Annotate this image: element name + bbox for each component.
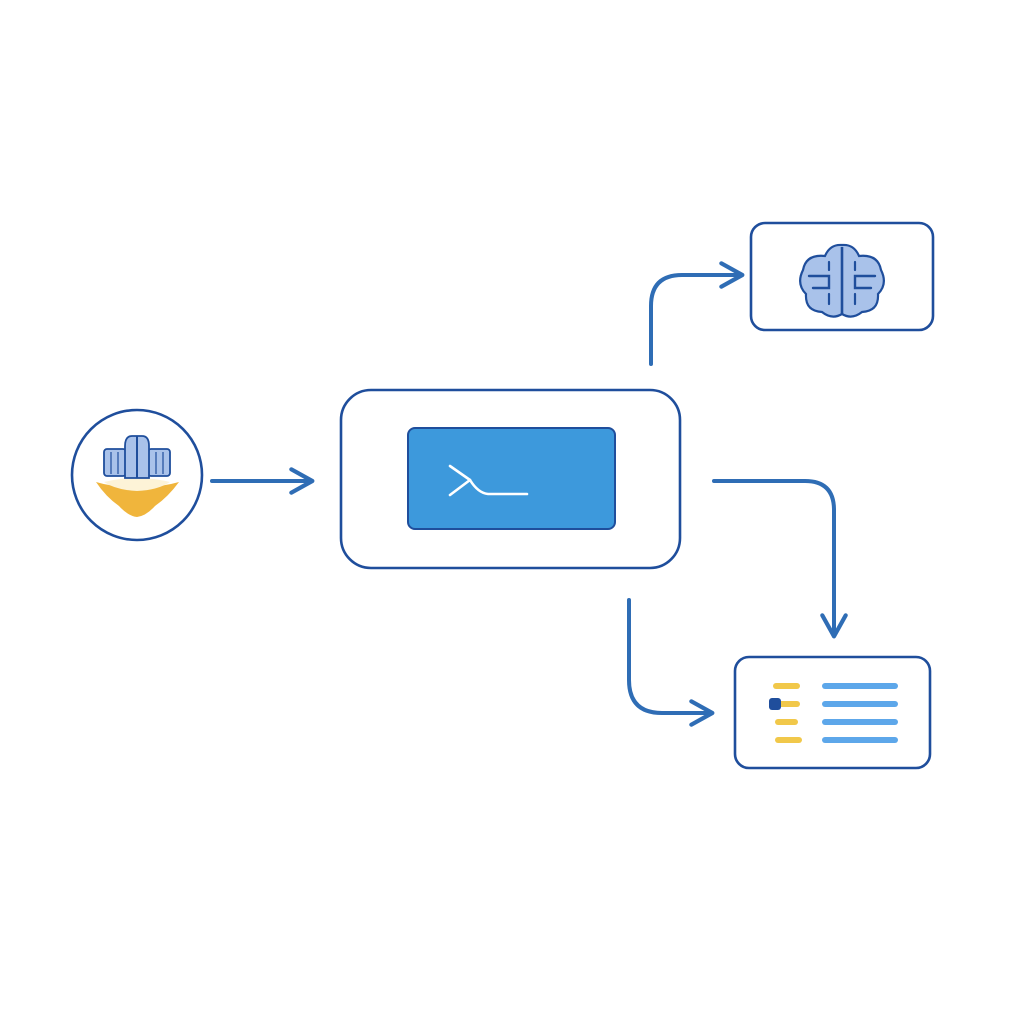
connectors [210, 261, 848, 727]
terminal-node[interactable] [339, 388, 682, 570]
key-marker-icon [769, 698, 781, 710]
source-node[interactable] [70, 408, 204, 542]
edge-terminal-to-brain [649, 261, 745, 366]
terminal-screen [407, 427, 616, 530]
document-node[interactable] [733, 655, 932, 770]
document-lines-icon [769, 683, 898, 743]
brain-icon [799, 243, 885, 318]
terminal-prompt-icon [448, 464, 529, 497]
edge-terminal-to-document-bottom [627, 598, 715, 727]
brain-node[interactable] [749, 221, 935, 332]
edge-terminal-to-document-top [712, 479, 848, 639]
document-node-frame [733, 655, 932, 770]
ship-icon [96, 435, 179, 517]
